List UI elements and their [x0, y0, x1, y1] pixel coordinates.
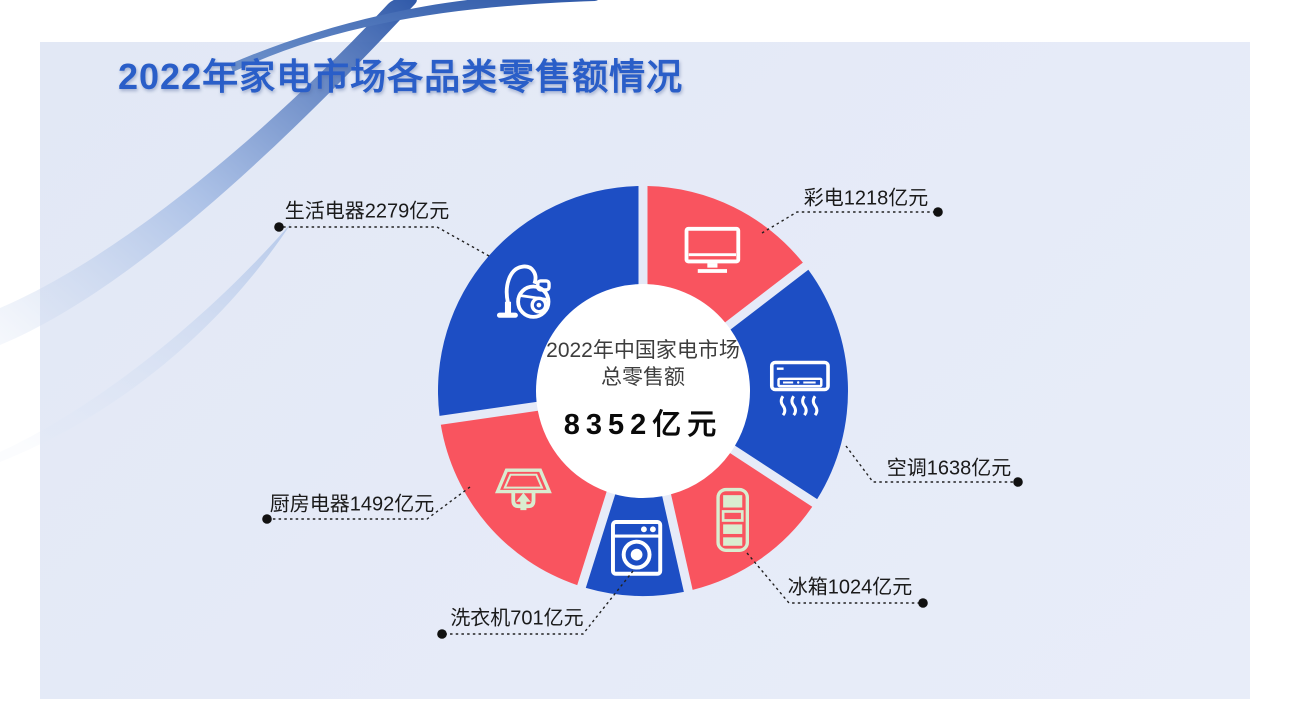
leader-dot-彩电: [933, 207, 943, 217]
category-label-tv: 彩电1218亿元: [803, 187, 929, 210]
leader-dot-洗衣机: [437, 629, 447, 639]
page-title: 2022年家电市场各品类零售额情况: [118, 56, 684, 97]
leader-line-生活电器: [279, 226, 490, 257]
category-label-washing-machine: 洗衣机701亿元: [450, 607, 584, 630]
center-total-value: 8352亿元: [563, 408, 723, 441]
category-label-fridge: 冰箱1024亿元: [787, 576, 913, 599]
leader-dot-冰箱: [918, 598, 928, 608]
center-caption-line2: 总零售额: [601, 365, 685, 389]
leader-line-洗衣机: [442, 570, 634, 635]
category-label-kitchen-appliances: 厨房电器1492亿元: [269, 493, 435, 516]
donut-segments: [438, 186, 848, 596]
segment-生活电器: [438, 186, 639, 416]
segment-空调: [730, 269, 848, 500]
leader-line-冰箱: [746, 552, 923, 604]
donut-center-circle: [536, 284, 750, 498]
category-label-air-conditioner: 空调1638亿元: [886, 457, 1012, 480]
leader-line-彩电: [761, 211, 938, 234]
leader-line-厨房电器: [267, 486, 471, 520]
leader-dot-厨房电器: [262, 514, 272, 524]
center-caption-line1: 2022年中国家电市场: [546, 339, 740, 362]
category-label-living-appliances: 生活电器2279亿元: [284, 200, 450, 223]
leader-dot-生活电器: [274, 222, 284, 232]
leader-dot-空调: [1013, 477, 1023, 487]
donut-center-text: 2022年中国家电市场 总零售额 8352亿元: [483, 338, 803, 443]
